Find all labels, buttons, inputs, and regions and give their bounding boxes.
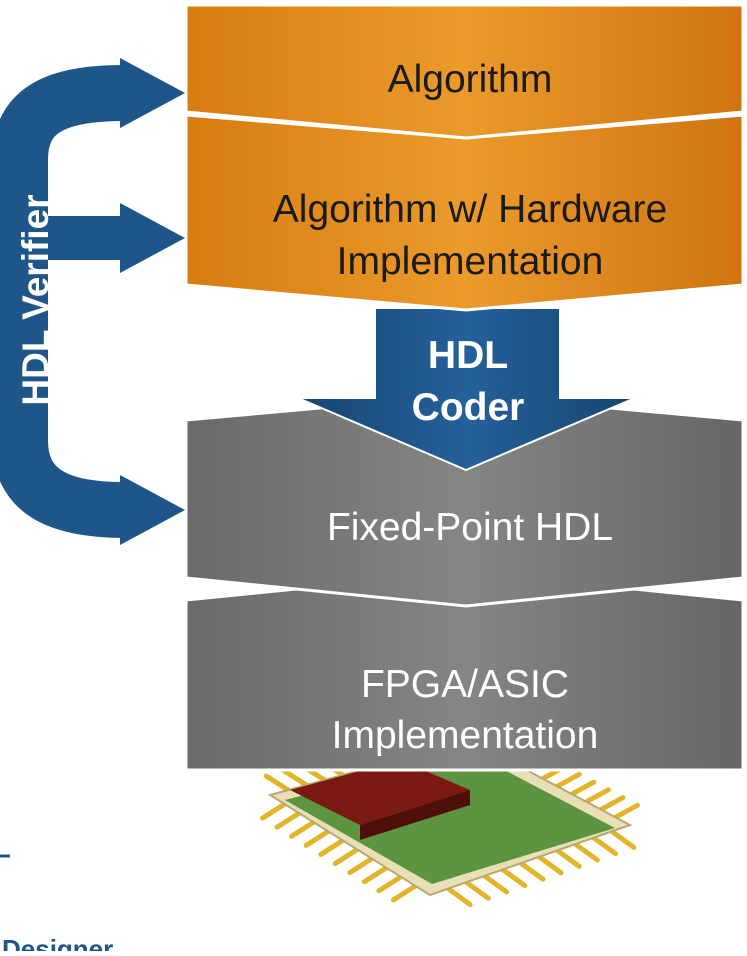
footer-partial-text: Designer	[2, 934, 113, 951]
chip-pin	[303, 828, 331, 848]
chip-pin	[572, 841, 600, 863]
chip-pin	[536, 854, 564, 876]
chip-pin	[591, 835, 619, 857]
hdl-verifier-bracket: HDL Verifier	[0, 58, 185, 545]
stage-fpga-asic-line-1: FPGA/ASIC	[361, 663, 569, 706]
stage-algorithm-hw: Algorithm w/ Hardware Implementation	[184, 113, 745, 312]
chip-pin	[518, 860, 546, 882]
chip-pin	[390, 883, 418, 903]
chip-pin	[500, 867, 528, 889]
stage-algorithm-hw-line-1: Algorithm w/ Hardware	[273, 188, 667, 231]
chip-pin	[569, 779, 597, 797]
chip-pin	[318, 837, 346, 857]
stage-algorithm-label: Algorithm	[388, 58, 553, 101]
hdl-coder-label-line-2: Coder	[412, 386, 525, 429]
chip-pin	[583, 787, 611, 805]
chip-pin	[554, 847, 582, 869]
stage-fpga-asic: FPGA/ASIC Implementation	[184, 570, 745, 772]
chip-pin	[260, 801, 288, 821]
chip-core	[290, 760, 470, 825]
chip-pin	[347, 856, 375, 876]
chip-pin	[332, 847, 360, 867]
chip-core-side	[360, 790, 470, 840]
chip-pin	[376, 874, 404, 894]
chip-pin	[482, 873, 510, 895]
chip-pin	[554, 771, 582, 789]
hdl-coder-label-line-1: HDL	[428, 334, 508, 377]
verifier-arrow-hw	[120, 203, 185, 273]
chip-pin	[609, 828, 637, 850]
hdl-coder-arrow: HDL Coder	[297, 307, 636, 472]
stage-fpga-asic-line-2: Implementation	[332, 714, 599, 757]
chip-pin	[274, 810, 302, 830]
stage-algorithm-shape	[184, 3, 745, 140]
stage-algorithm: Algorithm	[184, 3, 745, 140]
stage-fixed-point-hdl-label: Fixed-Point HDL	[327, 506, 613, 549]
verifier-arrow-algorithm	[120, 58, 185, 128]
hdl-verifier-label: HDL Verifier	[15, 194, 56, 405]
chip-pin	[281, 768, 309, 788]
hdl-coder-arrow-shape	[297, 307, 636, 472]
verifier-arrow-fixed-point	[120, 475, 185, 545]
chip-pin	[289, 819, 317, 839]
stage-algorithm-hw-line-2: Implementation	[337, 240, 604, 283]
chip-pin	[598, 795, 626, 813]
chip-pin	[612, 802, 640, 820]
verifier-arrow-hw-shaft	[40, 216, 126, 260]
chip-pin	[263, 773, 291, 793]
hdl-verifier-brace	[0, 65, 126, 538]
chip-pin	[445, 886, 473, 908]
chip-pin	[463, 879, 491, 901]
chip-pin	[361, 865, 389, 885]
